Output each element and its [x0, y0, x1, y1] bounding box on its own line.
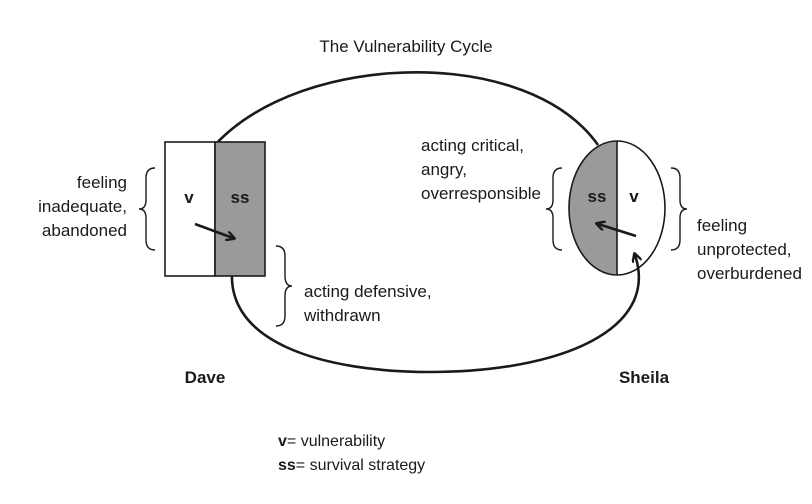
- sheila-feeling-line-1: feeling: [697, 216, 747, 235]
- dave-feeling-label: feeling inadequate, abandoned: [38, 173, 127, 240]
- sheila-acting-label: acting critical, angry, overresponsible: [421, 136, 541, 203]
- sheila-acting-line-1: acting critical,: [421, 136, 524, 155]
- legend-ss-key: ss: [278, 457, 296, 474]
- sheila-feeling-line-2: unprotected,: [697, 240, 792, 259]
- sheila-ss-label: ss: [588, 187, 607, 206]
- sheila-oval: ss v: [568, 140, 666, 276]
- sheila-acting-line-2: angry,: [421, 160, 467, 179]
- sheila-feeling-brace: [670, 167, 688, 251]
- dave-acting-line-2: withdrawn: [303, 306, 381, 325]
- legend-ss-text: = survival strategy: [296, 457, 425, 474]
- cycle-arc-bottom: [230, 255, 639, 374]
- sheila-v-label: v: [629, 187, 639, 206]
- dave-inner-arrow: [194, 222, 233, 238]
- legend: v= vulnerability ss= survival strategy: [278, 433, 425, 474]
- dave-feeling-line-1: feeling: [77, 173, 127, 192]
- dave-feeling-line-3: abandoned: [42, 221, 127, 240]
- sheila-inner-arrow: [598, 224, 637, 238]
- dave-v-region: [164, 141, 216, 277]
- dave-ss-label: ss: [231, 188, 250, 207]
- dave-feeling-line-2: inadequate,: [38, 197, 127, 216]
- legend-ss-row: ss= survival strategy: [278, 457, 425, 474]
- dave-acting-label: acting defensive, withdrawn: [303, 282, 432, 325]
- sheila-feeling-label: feeling unprotected, overburdened: [697, 216, 802, 283]
- dave-v-label: v: [184, 188, 194, 207]
- sheila-acting-line-3: overresponsible: [421, 184, 541, 203]
- sheila-name: Sheila: [619, 368, 670, 387]
- dave-acting-brace: [275, 245, 293, 327]
- sheila-ss-region: [569, 141, 617, 275]
- sheila-acting-brace: [545, 167, 563, 251]
- dave-feeling-brace: [138, 167, 156, 251]
- legend-v-row: v= vulnerability: [278, 433, 385, 450]
- dave-name: Dave: [185, 368, 226, 387]
- cycle-arc-top: [197, 71, 600, 170]
- dave-box: v ss: [164, 141, 266, 277]
- sheila-feeling-line-3: overburdened: [697, 264, 802, 283]
- dave-ss-region: [214, 141, 266, 277]
- legend-v-key: v: [278, 433, 287, 450]
- legend-v-text: = vulnerability: [287, 433, 385, 450]
- diagram-title: The Vulnerability Cycle: [319, 37, 492, 56]
- dave-acting-line-1: acting defensive,: [304, 282, 432, 301]
